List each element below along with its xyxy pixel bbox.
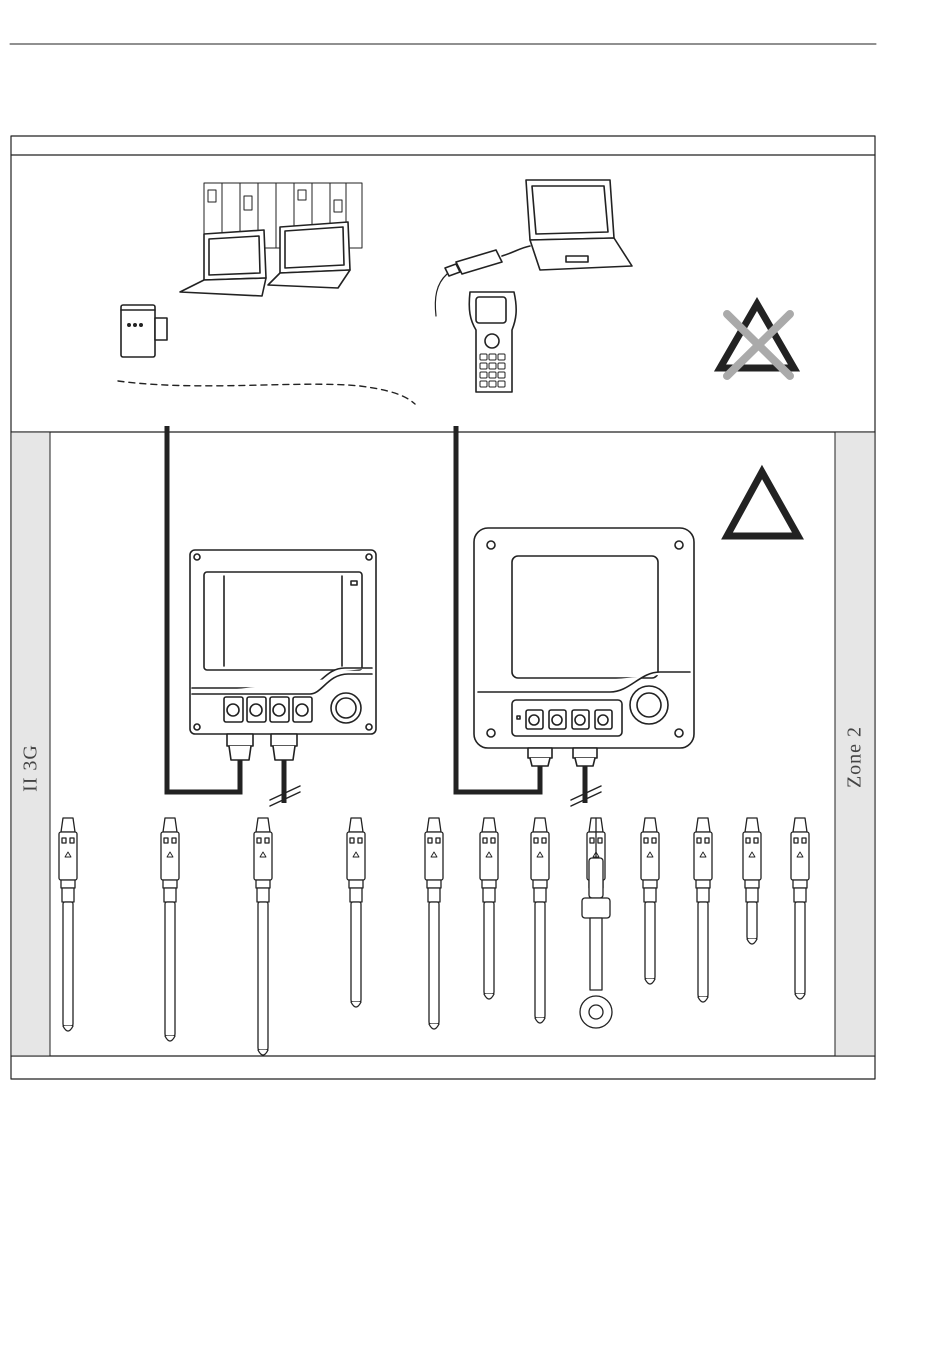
zone-label-ii3g: II 3G bbox=[20, 744, 43, 792]
handheld-terminal-icon bbox=[469, 292, 516, 392]
laptop-icon bbox=[180, 230, 266, 296]
sensor-6-icon bbox=[480, 818, 498, 999]
sensor-8-icon bbox=[580, 818, 612, 1028]
cable-outlet-left bbox=[270, 760, 300, 806]
sensor-7-icon bbox=[531, 818, 549, 1023]
crossed-triangle-icon bbox=[720, 304, 794, 376]
din-rail-module-icon bbox=[121, 305, 167, 357]
sensor-11-icon bbox=[743, 818, 761, 944]
triangle-icon bbox=[727, 472, 798, 536]
modem-cable bbox=[435, 274, 447, 316]
zone-label-zone2: Zone 2 bbox=[844, 726, 867, 788]
sensor-row bbox=[59, 818, 809, 1055]
usb-modem-icon bbox=[445, 246, 530, 276]
transmitter-housing-left bbox=[190, 550, 376, 760]
transmitter-housing-right bbox=[474, 528, 694, 766]
sensor-4-icon bbox=[347, 818, 365, 1007]
sensor-9-icon bbox=[641, 818, 659, 984]
sensor-12-icon bbox=[791, 818, 809, 999]
cable-outlet-right bbox=[571, 760, 601, 806]
sensor-3-icon bbox=[254, 818, 272, 1055]
laptop-icon bbox=[526, 180, 632, 270]
sensor-5-icon bbox=[425, 818, 443, 1029]
sensor-2-icon bbox=[161, 818, 179, 1041]
laptop-icon bbox=[268, 222, 350, 288]
sensor-1-icon bbox=[59, 818, 77, 1031]
sensor-10-icon bbox=[694, 818, 712, 1002]
wireless-link bbox=[118, 381, 415, 404]
